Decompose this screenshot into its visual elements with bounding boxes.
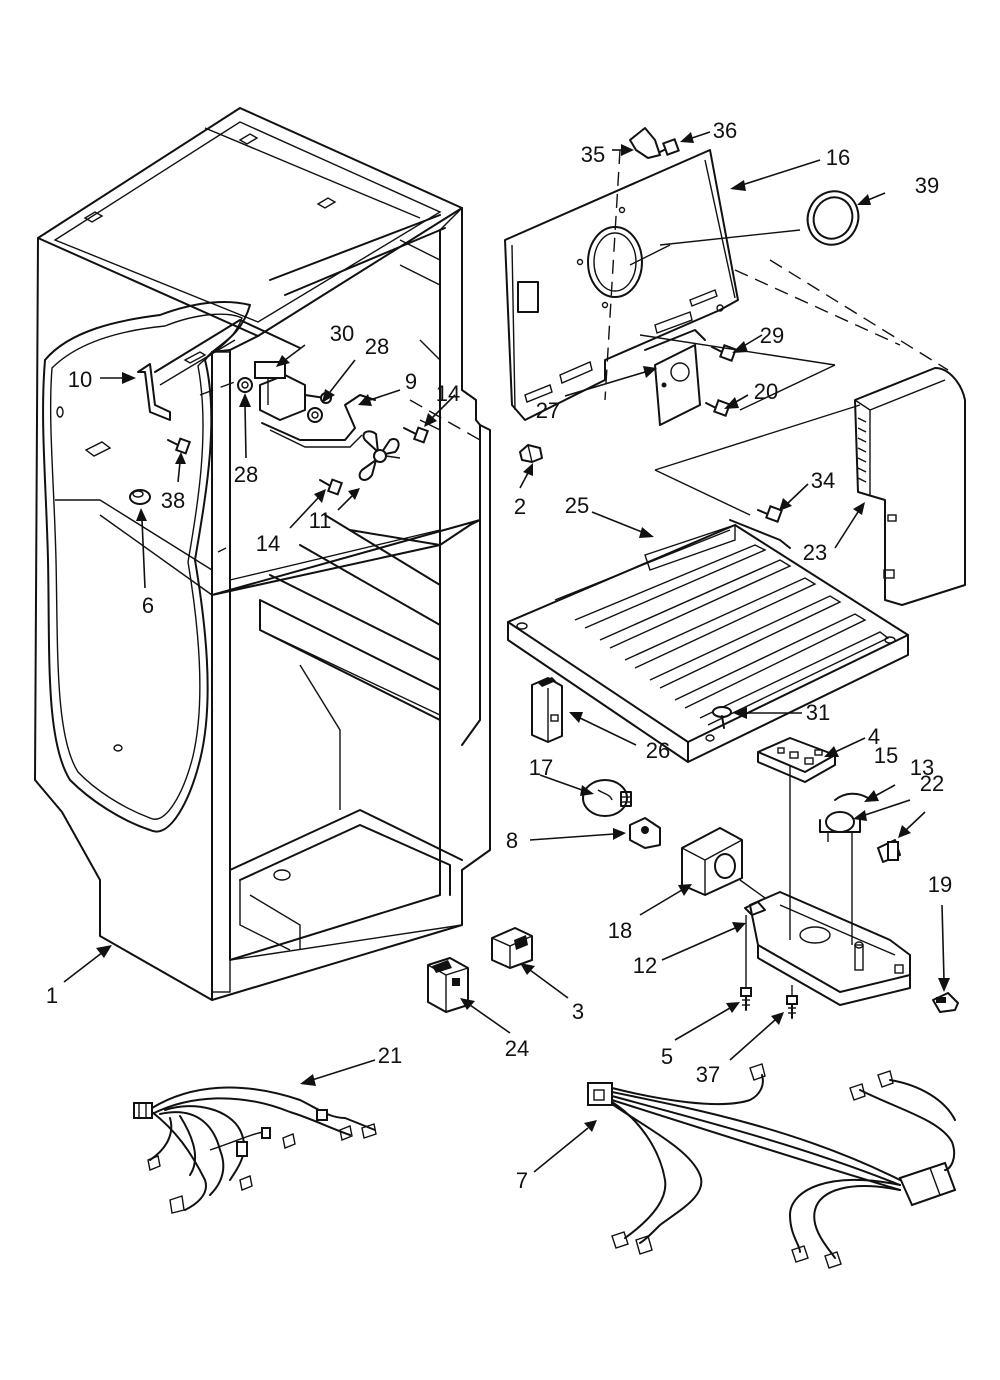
callout-23: 23 (803, 540, 827, 565)
callout-28-b: 28 (365, 334, 389, 359)
part-38-screw (167, 437, 192, 455)
part-9-fan-bracket (261, 394, 376, 441)
callout-17: 17 (529, 755, 553, 780)
callout-9: 9 (405, 369, 417, 394)
part-21-wire-harness (133, 1086, 377, 1214)
part-4-board (757, 737, 836, 783)
part-35-clip (629, 127, 661, 159)
part-13-thermostat (819, 811, 861, 842)
part-22-switch (877, 839, 901, 863)
part-30-control (254, 361, 332, 421)
part-14-screw-b (319, 478, 344, 496)
part-31-screw (712, 706, 732, 729)
part-20-screw (705, 399, 731, 417)
callout-19: 19 (928, 872, 952, 897)
part-27-plate (644, 329, 706, 426)
part-23-housing (854, 367, 966, 606)
callout-22: 22 (920, 771, 944, 796)
part-15-clip (834, 792, 869, 801)
part-25-shelf (507, 519, 909, 763)
callout-21: 21 (378, 1043, 402, 1068)
callout-7: 7 (516, 1168, 528, 1193)
part-28-knob-a (237, 377, 253, 393)
callout-3: 3 (572, 999, 584, 1024)
callout-25: 25 (565, 493, 589, 518)
callout-29: 29 (760, 323, 784, 348)
callout-24: 24 (505, 1036, 529, 1061)
callout-labels: 1 2 3 4 5 6 7 8 9 10 11 12 13 14 14 15 1… (46, 118, 952, 1193)
part-36-screw (659, 138, 680, 156)
part-14-screw-a (403, 426, 430, 444)
freezer-hardware (129, 319, 430, 505)
part-6-plug (129, 489, 151, 505)
callout-4: 4 (868, 724, 880, 749)
part-11-fan (358, 430, 401, 481)
cabinet-liner (34, 107, 491, 1001)
part-17-bulb (582, 779, 632, 817)
callout-15: 15 (874, 743, 898, 768)
part-28-knob-b (307, 407, 323, 423)
callout-14-a: 14 (436, 381, 460, 406)
callout-35: 35 (581, 142, 605, 167)
callout-18: 18 (608, 918, 632, 943)
callout-5: 5 (661, 1044, 673, 1069)
part-26-bracket (531, 677, 563, 743)
callout-34: 34 (811, 468, 835, 493)
part-34-screw (757, 505, 783, 523)
assembly-lines (199, 149, 949, 996)
callout-31: 31 (806, 700, 830, 725)
callout-38: 38 (161, 488, 185, 513)
callout-36: 36 (713, 118, 737, 143)
callout-1: 1 (46, 983, 58, 1008)
part-2-clip (519, 444, 543, 463)
callout-6: 6 (142, 593, 154, 618)
callout-10: 10 (68, 367, 92, 392)
part-12-tray (744, 891, 911, 1006)
part-5-screw (740, 987, 752, 1011)
callout-14-b: 14 (256, 531, 280, 556)
part-24-switch (427, 957, 469, 1013)
part-7-wire-harness (587, 1063, 957, 1269)
part-3-block (491, 927, 533, 969)
callout-2: 2 (514, 494, 526, 519)
part-10-bracket (137, 363, 171, 421)
part-19-terminal (932, 992, 959, 1013)
callout-12: 12 (633, 953, 657, 978)
callout-16: 16 (826, 145, 850, 170)
callout-28-a: 28 (234, 462, 258, 487)
leader-lines (63, 131, 950, 1173)
callout-37: 37 (696, 1062, 720, 1087)
callout-8: 8 (506, 828, 518, 853)
callout-26: 26 (646, 738, 670, 763)
callout-27: 27 (536, 398, 560, 423)
callout-13: 13 (910, 755, 934, 780)
callout-39: 39 (915, 173, 939, 198)
part-37-screw (786, 995, 798, 1019)
shelf-rails (259, 514, 441, 721)
part-8-socket (629, 817, 661, 849)
callout-30: 30 (330, 321, 354, 346)
part-39-gasket-ring (806, 190, 860, 246)
callout-11: 11 (309, 508, 332, 533)
callout-20: 20 (754, 379, 778, 404)
